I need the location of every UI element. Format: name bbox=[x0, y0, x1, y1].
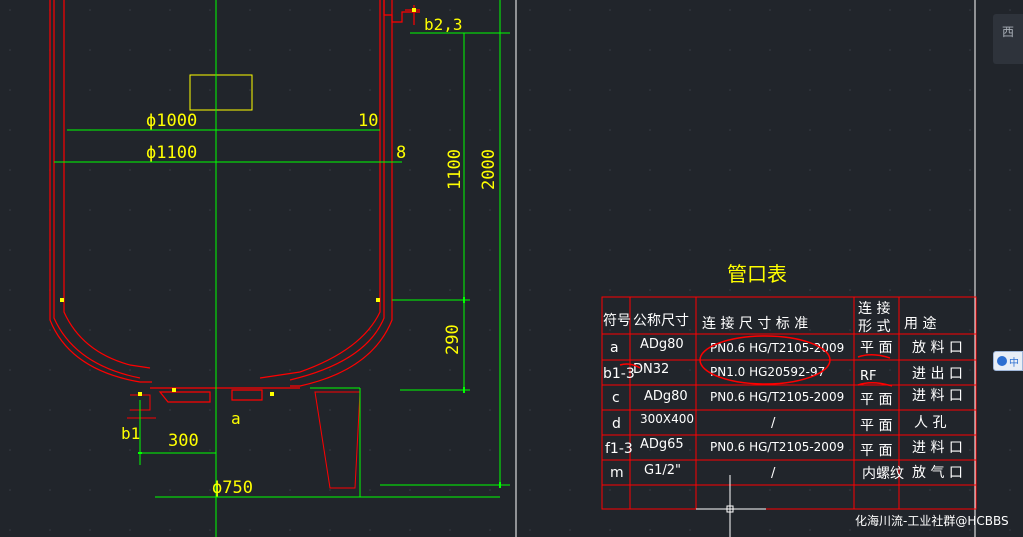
header-form-line1: 连 接 bbox=[858, 300, 890, 317]
header-form-line2: 形 式 bbox=[858, 319, 890, 335]
side-panel-tab[interactable]: 西 bbox=[993, 14, 1023, 64]
row-f-symbol: f1-3 bbox=[605, 441, 633, 457]
ime-language-label: 中 bbox=[1009, 357, 1019, 369]
dim-phi-750: ϕ750 bbox=[212, 478, 253, 498]
row-c-use: 进 料 口 bbox=[912, 388, 963, 404]
label-b23: b2,3 bbox=[424, 15, 463, 34]
row-d-use: 人 孔 bbox=[914, 415, 946, 431]
crosshair-cursor bbox=[696, 475, 766, 537]
row-d-form: 平 面 bbox=[860, 418, 892, 434]
row-m-form: 内螺纹 bbox=[862, 466, 904, 482]
nozzle-b1 bbox=[127, 394, 156, 419]
row-c-size: ADg80 bbox=[644, 389, 688, 404]
label-a: a bbox=[231, 409, 241, 428]
row-a-use: 放 料 口 bbox=[912, 340, 963, 356]
markup-annotation bbox=[619, 335, 893, 387]
row-b-size: DN32 bbox=[633, 362, 669, 377]
row-c-symbol: c bbox=[612, 390, 620, 406]
dim-width-300: 300 bbox=[168, 431, 199, 451]
row-f-standard: PN0.6 HG/T2105-2009 bbox=[710, 440, 844, 454]
dim-thickness-8: 8 bbox=[396, 143, 406, 163]
row-d-size: 300X400 bbox=[640, 412, 694, 426]
row-b-use: 进 出 口 bbox=[912, 366, 963, 382]
nozzle-table-row: c ADg80 PN0.6 HG/T2105-2009 平 面 进 料 口 bbox=[612, 388, 963, 408]
dim-height-1100: 1100 bbox=[445, 149, 465, 190]
row-b-symbol: b1-3 bbox=[603, 366, 635, 382]
dim-phi-1000: ϕ1000 bbox=[146, 111, 197, 131]
dimension-ticks bbox=[138, 297, 501, 488]
row-m-standard: / bbox=[771, 466, 776, 481]
nozzle-table-row: f1-3 ADg65 PN0.6 HG/T2105-2009 平 面 进 料 口 bbox=[605, 437, 963, 459]
watermark: 化海川流-工业社群@HCBBS bbox=[855, 514, 1009, 528]
nozzle-table-row: m G1/2" / 内螺纹 放 气 口 bbox=[610, 463, 963, 482]
row-a-standard: PN0.6 HG/T2105-2009 bbox=[710, 341, 844, 355]
row-c-standard: PN0.6 HG/T2105-2009 bbox=[710, 390, 844, 404]
row-d-symbol: d bbox=[612, 416, 621, 432]
row-f-use: 进 料 口 bbox=[912, 440, 963, 456]
dimension-lines bbox=[54, 0, 510, 537]
dim-height-290: 290 bbox=[443, 324, 463, 355]
dim-phi-1100: ϕ1100 bbox=[146, 143, 197, 163]
dim-thickness-10: 10 bbox=[358, 111, 378, 131]
row-b-form: RF bbox=[860, 369, 877, 384]
nozzle-table-title: 管口表 bbox=[727, 262, 787, 286]
row-a-form: 平 面 bbox=[860, 340, 892, 356]
header-symbol: 符号 bbox=[603, 313, 631, 329]
row-a-size: ADg80 bbox=[640, 337, 684, 352]
vessel-shell bbox=[49, 0, 420, 403]
dim-height-2000: 2000 bbox=[479, 149, 499, 190]
drawing-frame bbox=[515, 0, 976, 537]
row-m-use: 放 气 口 bbox=[912, 465, 963, 481]
header-size: 公称尺寸 bbox=[633, 313, 689, 329]
label-b1: b1 bbox=[121, 424, 140, 443]
nozzle-table-row: d 300X400 / 平 面 人 孔 bbox=[612, 412, 946, 434]
row-m-symbol: m bbox=[610, 465, 624, 481]
row-d-standard: / bbox=[771, 416, 776, 431]
ime-language-badge[interactable]: 中 bbox=[993, 351, 1023, 371]
support-leg bbox=[314, 391, 361, 489]
header-use: 用 途 bbox=[904, 315, 936, 332]
row-f-form: 平 面 bbox=[860, 443, 892, 459]
nozzle-table-grid bbox=[601, 296, 977, 510]
nozzle-table-row: b1-3 DN32 PN1.0 HG20592-97 RF 进 出 口 bbox=[603, 362, 963, 384]
nozzle-table-row: a ADg80 PN0.6 HG/T2105-2009 平 面 放 料 口 bbox=[610, 337, 963, 356]
row-f-size: ADg65 bbox=[640, 437, 684, 452]
header-standard: 连 接 尺 寸 标 准 bbox=[702, 315, 808, 332]
user-icon bbox=[997, 356, 1007, 366]
row-c-form: 平 面 bbox=[860, 392, 892, 408]
row-m-size: G1/2" bbox=[644, 463, 681, 478]
manhole-outline bbox=[189, 74, 253, 111]
row-a-symbol: a bbox=[610, 340, 619, 356]
row-b-standard: PN1.0 HG20592-97 bbox=[710, 365, 825, 379]
weld-markers bbox=[60, 8, 416, 396]
